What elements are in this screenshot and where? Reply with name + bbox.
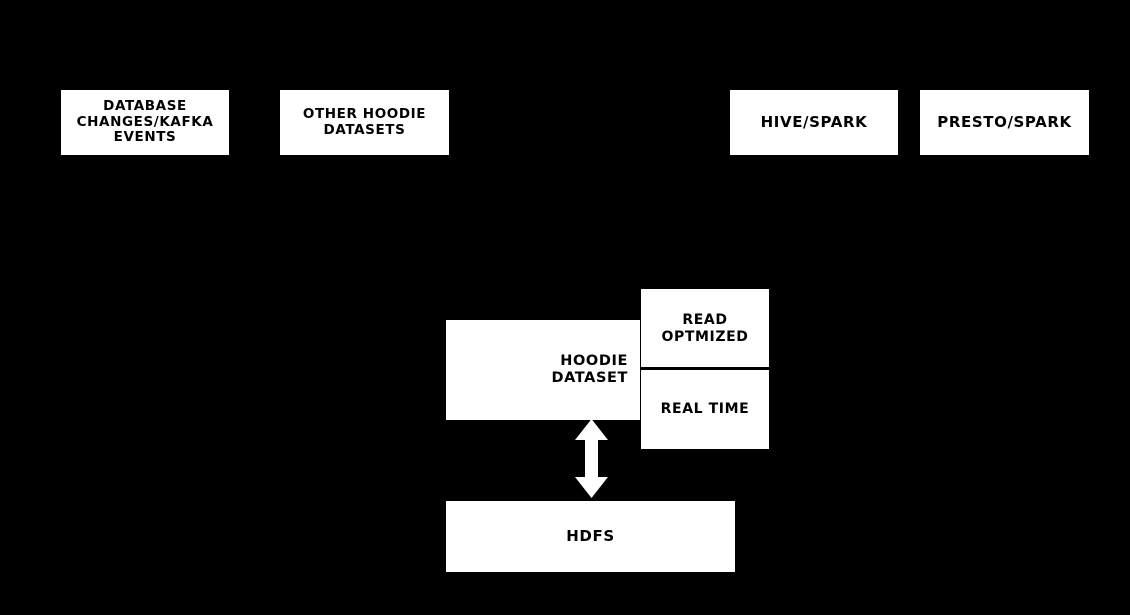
node-label-line: HDFS	[566, 526, 615, 545]
node-label-line: HIVE/SPARK	[760, 112, 868, 131]
node-read-optimized-view[interactable]: READ OPTMIZED	[641, 289, 769, 369]
views-stack-divider	[641, 367, 769, 370]
node-label-line: DATASET	[551, 370, 628, 386]
node-label-line: EVENTS	[113, 129, 177, 146]
node-label-line: CHANGES/KAFKA	[76, 113, 214, 130]
node-label-line: READ	[682, 312, 728, 329]
node-label-line: PRESTO/SPARK	[937, 112, 1072, 131]
double-headed-arrow-icon	[575, 419, 608, 498]
node-hdfs[interactable]: HDFS	[446, 501, 735, 572]
node-label-line: HOODIE	[560, 352, 628, 369]
node-label-line: DATABASE	[103, 97, 187, 114]
node-label-line: REAL TIME	[660, 400, 750, 417]
node-hive-spark[interactable]: HIVE/SPARK	[730, 90, 898, 155]
node-label-line: DATASETS	[323, 121, 406, 138]
node-label-line: OPTMIZED	[661, 329, 749, 345]
node-hoodie-dataset[interactable]: HOODIE DATASET	[446, 320, 640, 420]
node-label-line: OTHER HOODIE	[302, 105, 427, 122]
node-real-time-view[interactable]: REAL TIME	[641, 369, 769, 449]
node-other-hoodie-datasets[interactable]: OTHER HOODIE DATASETS	[280, 90, 449, 155]
node-presto-spark[interactable]: PRESTO/SPARK	[920, 90, 1089, 155]
node-database-changes-kafka-events[interactable]: DATABASE CHANGES/KAFKA EVENTS	[61, 90, 229, 155]
